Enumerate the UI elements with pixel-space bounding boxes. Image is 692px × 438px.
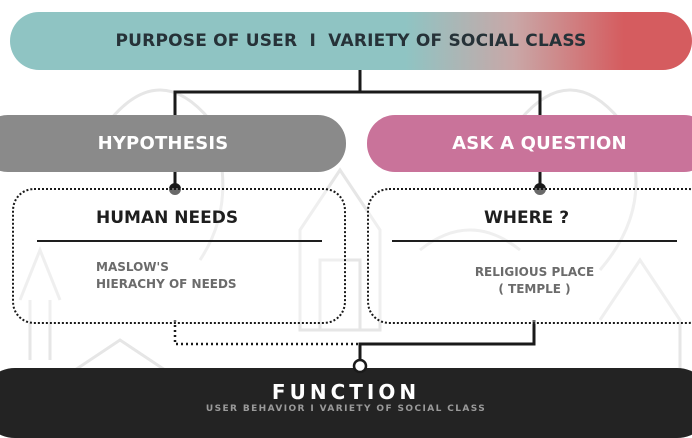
where-title: WHERE ? bbox=[484, 208, 570, 228]
where-line-1: RELIGIOUS PLACE bbox=[474, 265, 595, 279]
where-text: RELIGIOUS PLACE ( TEMPLE ) bbox=[392, 264, 677, 298]
connector-right-to-function bbox=[358, 320, 536, 362]
ask-question-label: ASK A QUESTION bbox=[452, 133, 627, 154]
connector-branch bbox=[173, 90, 542, 118]
purpose-header: PURPOSE OF USER I VARIETY OF SOCIAL CLAS… bbox=[10, 12, 692, 70]
human-needs-divider bbox=[37, 240, 322, 242]
connector-lines bbox=[169, 70, 546, 362]
human-needs-line-1: MASLOW'S bbox=[96, 260, 169, 274]
function-pill bbox=[0, 368, 692, 438]
purpose-header-label: PURPOSE OF USER I VARIETY OF SOCIAL CLAS… bbox=[115, 31, 587, 51]
hypothesis-pill: HYPOTHESIS bbox=[0, 115, 346, 172]
function-subtitle: USER BEHAVIOR I VARIETY OF SOCIAL CLASS bbox=[205, 404, 487, 414]
human-needs-title: HUMAN NEEDS bbox=[96, 208, 239, 228]
where-divider bbox=[392, 240, 677, 242]
human-needs-text: MASLOW'S HIERACHY OF NEEDS bbox=[96, 259, 237, 293]
function-title: FUNCTION bbox=[271, 380, 421, 404]
where-box bbox=[367, 188, 692, 324]
ask-question-pill: ASK A QUESTION bbox=[367, 115, 692, 172]
hypothesis-label: HYPOTHESIS bbox=[97, 133, 229, 154]
where-line-2: ( TEMPLE ) bbox=[498, 282, 571, 296]
human-needs-box bbox=[12, 188, 346, 324]
human-needs-line-2: HIERACHY OF NEEDS bbox=[96, 277, 237, 291]
